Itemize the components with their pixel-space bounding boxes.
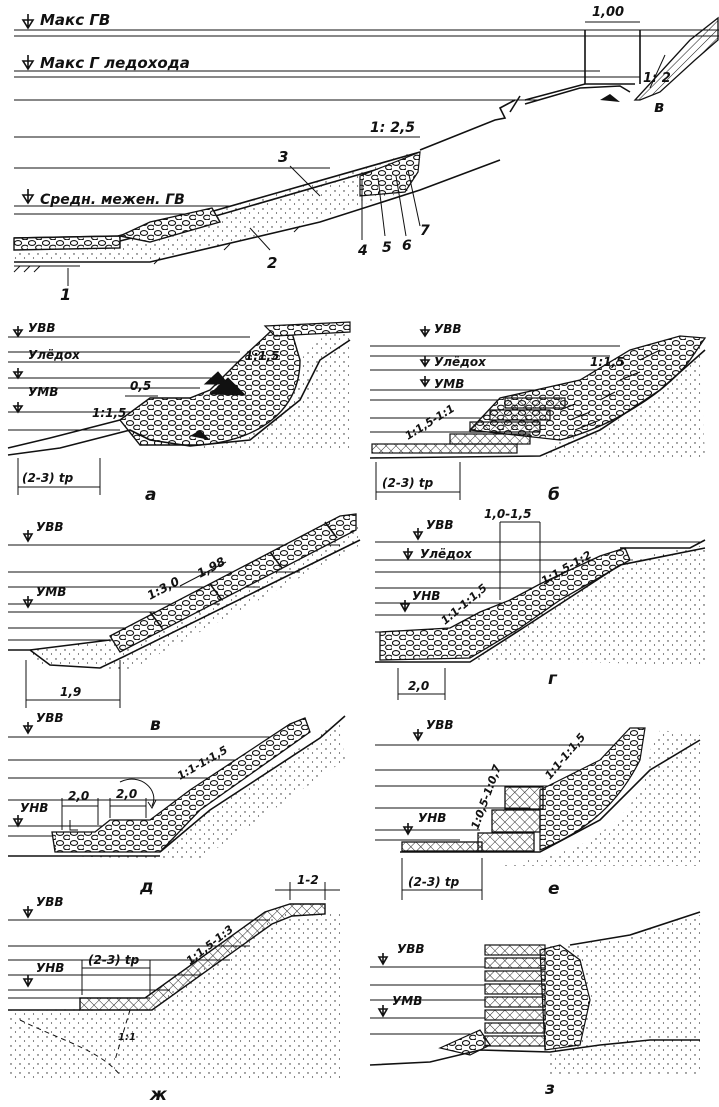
callout-7: 7 (420, 223, 430, 239)
level-unv: УНВ (36, 961, 64, 975)
panel-letter: е (548, 879, 560, 899)
panel-e: УВВ УНВ 1:1-1:1,5 1:0,5-1:0,7 (2-3) tр е (375, 718, 701, 900)
panel-letter: в (150, 715, 161, 735)
callout-4: 4 (357, 243, 368, 259)
slope-v: 1: 2 (643, 71, 671, 86)
panel-zh: УВВ УНВ 1-2 (2-3) tр 1:1,5-1:3 1:1 ж (8, 873, 340, 1105)
level-marker-icon (419, 326, 431, 388)
level-ice: Улёдох (434, 355, 487, 369)
dim-berm: 1,0-1,5 (484, 507, 532, 521)
dim-tr: (2-3) tр (88, 953, 140, 967)
dim-top: 1,00 (592, 5, 624, 20)
callout-5: 5 (382, 240, 392, 256)
level-umv: УМВ (392, 994, 422, 1008)
level-marker-icon (22, 906, 34, 988)
level-umv: УМВ (434, 377, 464, 391)
dim-width: 1,9 (60, 685, 81, 699)
panel-letter: а (145, 485, 156, 505)
panel-z: УВВ УМВ з (369, 911, 701, 1099)
slope-upper: 1:1,5 (245, 349, 279, 363)
level-unv: УНВ (20, 801, 48, 815)
callout-lines (67, 165, 421, 286)
level-marker-icon (21, 14, 35, 205)
callout-6: 6 (402, 238, 412, 254)
level-marker-icon (402, 729, 424, 836)
callout-1: 1 (60, 285, 71, 304)
slope-main: 1: 2,5 (370, 120, 415, 136)
level-max-ice: Макс Г ледохода (40, 54, 190, 72)
level-unv: УНВ (418, 811, 446, 825)
dim-tr: (2-3) tр (408, 875, 460, 889)
callout-2: 2 (267, 254, 277, 272)
panel-letter: ж (149, 1085, 168, 1105)
level-max-flood: Макс ГВ (40, 11, 110, 29)
panel-g: УВВ Улёдох УНВ 1,0-1,5 1:1-1:1,5 1:1,5-1… (375, 507, 706, 700)
panel-letter: г (548, 669, 558, 689)
panel-v: УВВ УМВ 1:3,0 1,98 1,9 в (8, 513, 361, 735)
dim-tr: (2-3) tр (22, 471, 74, 485)
level-marker-icon (377, 953, 389, 1018)
dim-b: 2,0 (116, 787, 137, 801)
level-ice: Улёдох (420, 547, 473, 561)
slope: 1:3,0 (145, 574, 182, 603)
slope-lower: 1:1 (118, 1032, 136, 1043)
level-uvv: УВВ (36, 520, 64, 534)
level-low-water: Средн. межен. ГВ (40, 192, 185, 208)
slope-lower: 1:1,5-1:1 (403, 402, 457, 443)
level-marker-icon (22, 530, 34, 609)
panel-letter: з (544, 1079, 555, 1099)
dim-width: 2,0 (408, 679, 429, 693)
level-uvv: УВВ (36, 895, 64, 909)
level-unv: УНВ (412, 589, 440, 603)
dim-crest: 1-2 (297, 873, 319, 887)
level-marker-icon (12, 326, 24, 414)
dim-a: 2,0 (68, 789, 89, 803)
level-uvv: УВВ (28, 321, 56, 335)
panel-b: УВВ Улёдох УМВ 1:1,5 1:1,5-1:1 (2-3) tр … (369, 322, 707, 505)
level-uvv: УВВ (426, 718, 454, 732)
level-marker-icon (12, 722, 34, 828)
level-uvv: УВВ (36, 711, 64, 725)
level-uvv: УВВ (434, 322, 462, 336)
level-umv: УМВ (28, 385, 58, 399)
slope-lower: 1:1,5 (92, 406, 126, 420)
panel-letter: д (139, 877, 154, 897)
callout-3: 3 (278, 148, 288, 166)
variant-v-letter: в (654, 97, 664, 116)
dim-berm: 0,5 (130, 379, 151, 393)
dim-tr: (2-3) tр (382, 476, 434, 490)
level-ice: Улёдох (28, 348, 81, 362)
panel-letter: б (548, 485, 560, 505)
level-uvv: УВВ (397, 942, 425, 956)
panel-a: УВВ Улёдох УМВ 1:1,5 1:1,5 0,5 (2-3) tр … (7, 321, 351, 505)
level-uvv: УВВ (426, 518, 454, 532)
slope-upper: 1:1,5 (590, 355, 624, 369)
panel-d: УВВ УНВ 2,0 2,0 1:1-1:1,5 д (8, 711, 346, 897)
level-marker-icon (399, 528, 424, 613)
level-umv: УМВ (36, 585, 66, 599)
top-panel: Макс ГВ Макс Г ледохода Средн. межен. ГВ… (13, 5, 719, 304)
